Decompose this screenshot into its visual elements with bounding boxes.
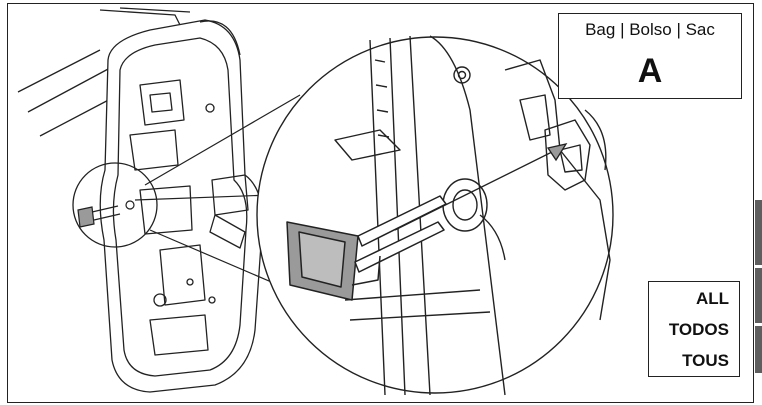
insertion-arrow [394,143,568,231]
bag-letter: A [637,52,663,90]
applies-to-box: ALL TODOS TOUS [648,281,740,377]
side-tab-2 [755,268,762,323]
callout-connector-lines [134,94,301,291]
bag-label: Bag | Bolso | Sac [585,20,715,39]
detail-callout-circle [72,162,158,248]
applies-to-line-2: TODOS [668,320,729,339]
applies-to-line-3: TOUS [682,351,729,370]
side-tab-1 [755,200,762,265]
bag-label-box: Bag | Bolso | Sac A [558,13,742,99]
small-insert-part [77,200,135,228]
device-rear-plate [17,7,264,393]
insert-part-large [286,195,447,301]
applies-to-line-1: ALL [695,289,729,308]
side-tab-3 [755,326,762,373]
